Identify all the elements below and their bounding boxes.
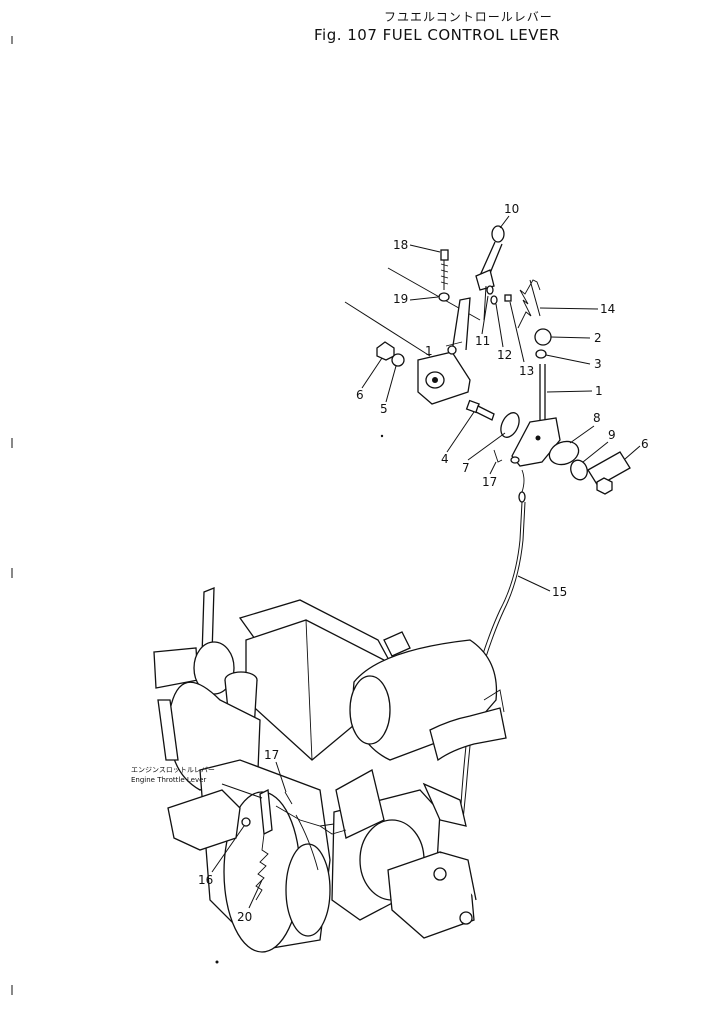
callout-16: 16	[198, 873, 213, 887]
callout-8: 8	[593, 411, 601, 425]
callout-12: 12	[497, 348, 512, 362]
callout-19: 19	[393, 292, 408, 306]
figure-title: Fig. 107 FUEL CONTROL LEVER	[314, 26, 560, 44]
callout-2: 2	[594, 331, 602, 345]
callout-20: 20	[237, 910, 252, 924]
bolt-part	[438, 249, 450, 302]
callout-18: 18	[393, 238, 408, 252]
nut-part	[376, 341, 395, 361]
clevis-part	[510, 456, 520, 464]
engine-illustration	[153, 587, 507, 953]
callout-7: 7	[462, 461, 470, 475]
rod-part	[511, 364, 561, 467]
callout-17-lower: 17	[264, 748, 279, 762]
callout-11: 11	[475, 334, 490, 348]
washer-part	[490, 295, 498, 305]
cotter-pin-part	[493, 449, 503, 463]
figure-title-japanese: フユエルコントロールレバー	[384, 10, 553, 24]
callout-4: 4	[441, 452, 449, 466]
callout-1-left: 1	[425, 344, 433, 358]
washer-part	[548, 440, 580, 466]
callout-1-right: 1	[595, 384, 603, 398]
callout-17-upper: 17	[482, 475, 497, 489]
callout-3: 3	[594, 357, 602, 371]
bolt-part	[465, 399, 495, 421]
callout-6-right: 6	[641, 437, 649, 451]
spring-part	[517, 279, 541, 329]
knob-part	[534, 328, 552, 346]
lever-assembly	[344, 225, 631, 821]
throttle-lever-note: エンジンスロットルレバー Engine Throttle Lever	[131, 766, 263, 799]
washer-part	[391, 353, 405, 367]
callout-13: 13	[519, 364, 534, 378]
callout-15: 15	[552, 585, 567, 599]
callout-labels: 10 18 19 14 2 3 1 11 12 13 1 6 5 8 9 6 4	[198, 202, 649, 924]
washer-part	[486, 285, 494, 295]
note-japanese: エンジンスロットルレバー	[131, 766, 215, 774]
callout-6-left: 6	[356, 388, 364, 402]
callout-10: 10	[504, 202, 519, 216]
washer-part	[500, 412, 520, 438]
nut-part	[596, 477, 613, 495]
note-english: Engine Throttle Lever	[131, 776, 206, 784]
callout-14: 14	[600, 302, 615, 316]
nut-part	[504, 294, 512, 302]
callout-9: 9	[608, 428, 616, 442]
pin-part	[447, 345, 457, 355]
callout-5: 5	[380, 402, 388, 416]
nut-part	[535, 349, 547, 359]
spacer-part	[587, 451, 631, 487]
lever-part	[475, 225, 505, 321]
washer-part	[570, 459, 588, 481]
